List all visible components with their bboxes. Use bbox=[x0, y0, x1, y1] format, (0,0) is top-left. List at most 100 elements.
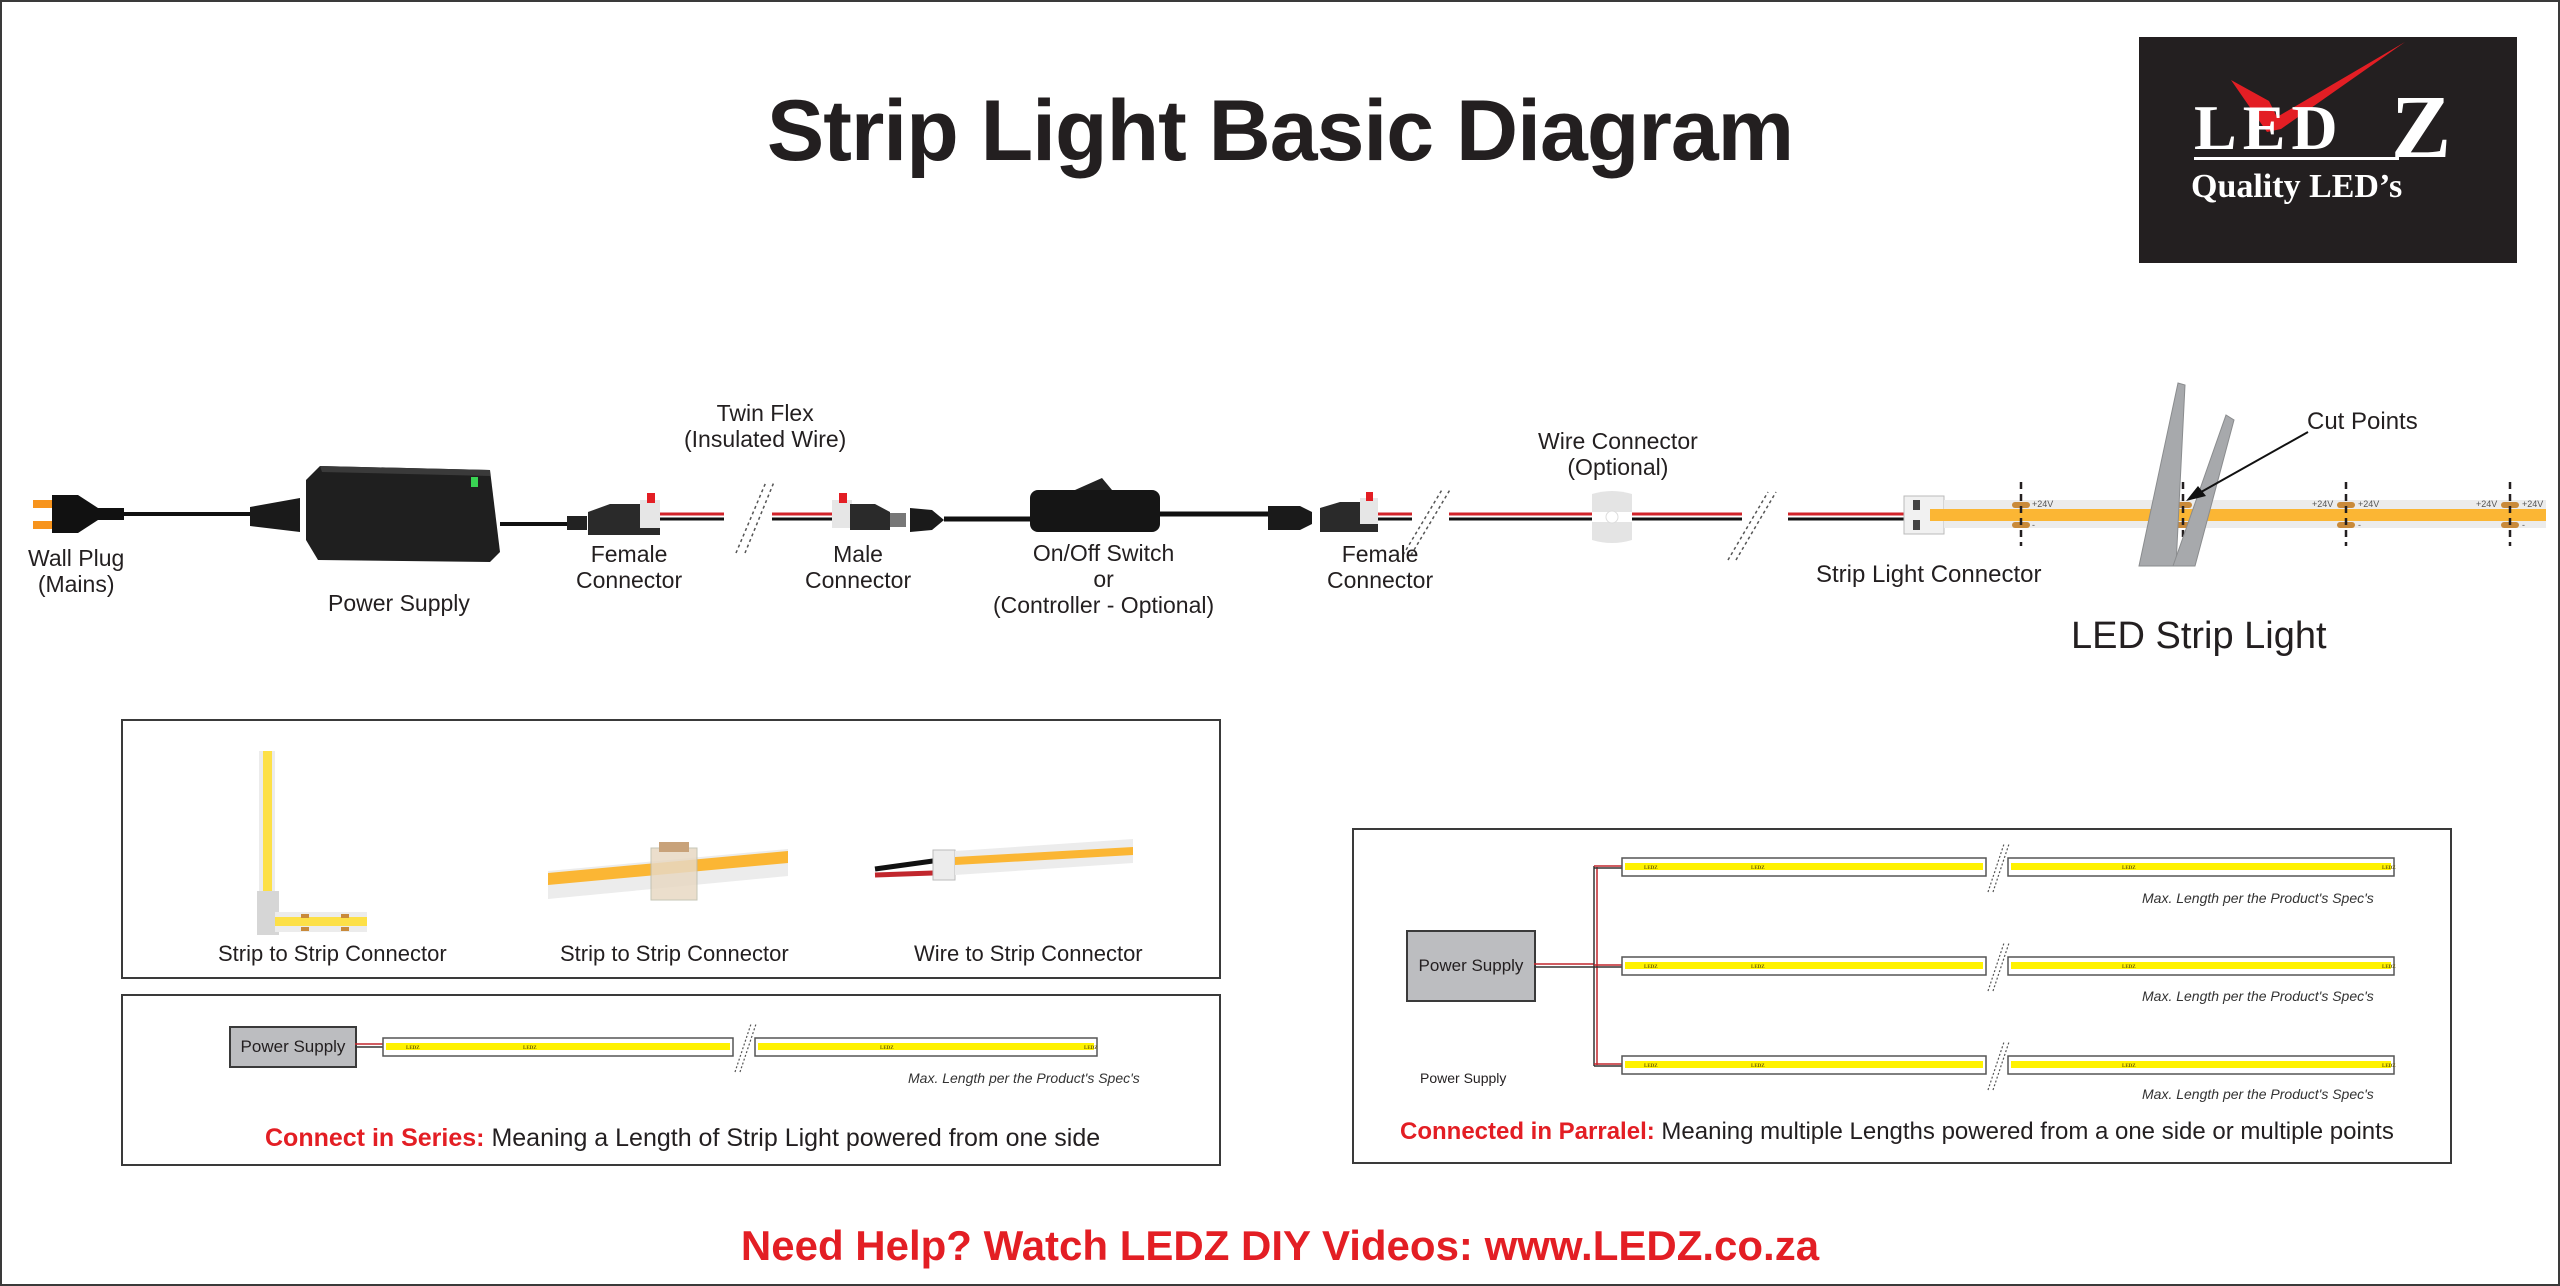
parallel-power-supply-caption: Power Supply bbox=[1420, 1070, 1507, 1086]
parallel-description-text: Meaning multiple Lengths powered from a … bbox=[1654, 1118, 2394, 1145]
strip-brand-text: LEDZ bbox=[523, 1046, 537, 1051]
strip-brand-text: LEDZ bbox=[2122, 965, 2136, 970]
strip-brand-text: LEDZ bbox=[1084, 1046, 1098, 1051]
switch-label-line2: or bbox=[1093, 566, 1114, 592]
strip-brand-text: LEDZ bbox=[406, 1046, 420, 1051]
power-supply-icon bbox=[250, 466, 500, 562]
connector-types-panel: Strip to Strip Connector Strip to Strip … bbox=[121, 719, 1221, 979]
female-connector-1-label: Female Connector bbox=[576, 541, 682, 593]
wire-break-icon bbox=[1992, 843, 2010, 893]
twin-flex-label: Twin Flex (Insulated Wire) bbox=[684, 400, 846, 452]
strip-brand-text: LEDZ bbox=[1751, 866, 1765, 871]
wire-connector-label-line1: Wire Connector bbox=[1538, 428, 1698, 454]
strip-brand-text: LEDZ bbox=[1644, 1064, 1658, 1069]
cut-points-label: Cut Points bbox=[2307, 408, 2418, 435]
wire-break-icon bbox=[1727, 491, 1777, 561]
twin-flex-label-line2: (Insulated Wire) bbox=[684, 426, 847, 452]
parallel-strip-led bbox=[1625, 962, 1983, 969]
wire-break-icon bbox=[735, 481, 775, 554]
ledz-logo: LED Z Quality LED’s bbox=[2139, 37, 2517, 263]
female-connector-2-icon bbox=[1268, 492, 1378, 532]
led-strip-light-label: LED Strip Light bbox=[2071, 615, 2327, 657]
strip-brand-text: LEDZ bbox=[1751, 965, 1765, 970]
series-description-text: Meaning a Length of Strip Light powered … bbox=[484, 1124, 1101, 1152]
strip-brand-text: LEDZ bbox=[2382, 965, 2396, 970]
wall-plug-label-line1: Wall Plug bbox=[28, 545, 125, 571]
parallel-max-length-note: Max. Length per the Product's Spec's bbox=[2142, 890, 2374, 906]
wire-break-icon bbox=[1987, 843, 2005, 893]
wire-break-icon bbox=[1992, 1041, 2010, 1091]
parallel-strip-led bbox=[1625, 1061, 1983, 1068]
led-strip-icon bbox=[1930, 500, 2546, 528]
series-max-length-note: Max. Length per the Product's Spec's bbox=[908, 1070, 1140, 1086]
series-description-heading: Connect in Series: bbox=[265, 1124, 485, 1152]
strip-brand-text: LEDZ bbox=[2382, 1064, 2396, 1069]
series-diagram: LEDZ LEDZ LEDZ LEDZ bbox=[355, 1023, 1098, 1073]
wire-strip-connector-icon bbox=[874, 839, 1133, 881]
pad-positive-text: +24V bbox=[2032, 499, 2053, 509]
parallel-power-supply-box: Power Supply bbox=[1406, 930, 1536, 1002]
parallel-description: Connected in Parralel: Meaning multiple … bbox=[1400, 1118, 2394, 1146]
pad-negative-text: - bbox=[2032, 520, 2035, 530]
series-power-supply-box: Power Supply bbox=[229, 1026, 357, 1068]
male-connector-label: Male Connector bbox=[805, 541, 911, 593]
logo-brand-text: LED bbox=[2194, 92, 2344, 163]
male-connector-icon bbox=[832, 493, 944, 532]
female-connector-1-label-line1: Female bbox=[590, 541, 668, 567]
cut-pad-positive bbox=[2337, 502, 2355, 508]
wire-connector-label: Wire Connector (Optional) bbox=[1538, 428, 1698, 480]
parallel-max-length-note: Max. Length per the Product's Spec's bbox=[2142, 1086, 2374, 1102]
twin-flex-label-line1: Twin Flex bbox=[716, 400, 814, 426]
on-off-switch-icon bbox=[1030, 478, 1160, 532]
logo-brand-z: Z bbox=[2391, 78, 2451, 177]
pad-negative-text: - bbox=[2358, 520, 2361, 530]
wire-break-icon bbox=[1987, 942, 2005, 992]
connector-type-label: Wire to Strip Connector bbox=[914, 941, 1143, 966]
cut-pad-positive bbox=[2501, 502, 2519, 508]
wire-break-icon bbox=[1402, 487, 1452, 556]
switch-label-line1: On/Off Switch bbox=[1032, 540, 1175, 566]
connector-type-label: Strip to Strip Connector bbox=[560, 941, 789, 966]
connector-type-label: Strip to Strip Connector bbox=[218, 941, 447, 966]
wall-plug-label: Wall Plug (Mains) bbox=[28, 545, 124, 597]
strip-light-connector-label: Strip Light Connector bbox=[1816, 561, 2042, 588]
female-connector-2-label-line2: Connector bbox=[1327, 567, 1434, 593]
pad-positive-text: +24V bbox=[2312, 499, 2333, 509]
series-strip-segment bbox=[382, 1037, 734, 1057]
wall-plug-label-line2: (Mains) bbox=[37, 571, 115, 597]
wire-connector-icon bbox=[1592, 491, 1632, 543]
strip-brand-text: LEDZ bbox=[1751, 1064, 1765, 1069]
parallel-description-heading: Connected in Parralel: bbox=[1400, 1118, 1655, 1145]
power-led-indicator bbox=[471, 477, 478, 487]
main-wiring-diagram: +24V+24V-+24V+24V- +24V - bbox=[33, 382, 2546, 567]
power-supply-label: Power Supply bbox=[328, 590, 470, 616]
connector-types-graphics bbox=[257, 751, 1133, 935]
strip-brand-text: LEDZ bbox=[1644, 866, 1658, 871]
logo-tagline: Quality LED’s bbox=[2191, 168, 2402, 205]
wall-plug-icon bbox=[33, 495, 124, 533]
pad-positive-text: +24V bbox=[2522, 499, 2543, 509]
switch-label-line3: (Controller - Optional) bbox=[993, 592, 1215, 618]
series-connection-panel: Power Supply LEDZ LEDZ LEDZ LEDZ Max. Le… bbox=[121, 994, 1221, 1166]
wire-break-icon bbox=[1987, 1041, 2005, 1091]
strip-brand-text: LEDZ bbox=[1644, 965, 1658, 970]
wire-break-icon bbox=[1992, 942, 2010, 992]
pad-negative-text: - bbox=[2522, 520, 2525, 530]
female-connector-1-icon bbox=[567, 493, 660, 535]
male-connector-label-line2: Connector bbox=[805, 567, 912, 593]
page-title: Strip Light Basic Diagram bbox=[766, 83, 1794, 179]
parallel-strip-led bbox=[2011, 1061, 2391, 1068]
logo-graphic: LED Z Quality LED’s bbox=[2191, 42, 2451, 205]
strip-brand-text: LEDZ bbox=[2382, 866, 2396, 871]
help-footer-link[interactable]: Need Help? Watch LEDZ DIY Videos: www.LE… bbox=[740, 1222, 1820, 1269]
cut-points-arrow-icon bbox=[2186, 431, 2309, 501]
female-connector-2-label-line1: Female bbox=[1341, 541, 1419, 567]
switch-label: On/Off Switch or (Controller - Optional) bbox=[993, 540, 1214, 618]
series-description: Connect in Series: Meaning a Length of S… bbox=[265, 1124, 1100, 1153]
parallel-strip-led bbox=[2011, 962, 2391, 969]
parallel-diagram: LEDZ LEDZ LEDZ LEDZ LEDZ LEDZ LEDZ LEDZ LEDZ LEDZ… bbox=[1534, 843, 2396, 1091]
l-strip-connector-icon bbox=[257, 751, 367, 935]
male-connector-label-line1: Male bbox=[833, 541, 883, 567]
